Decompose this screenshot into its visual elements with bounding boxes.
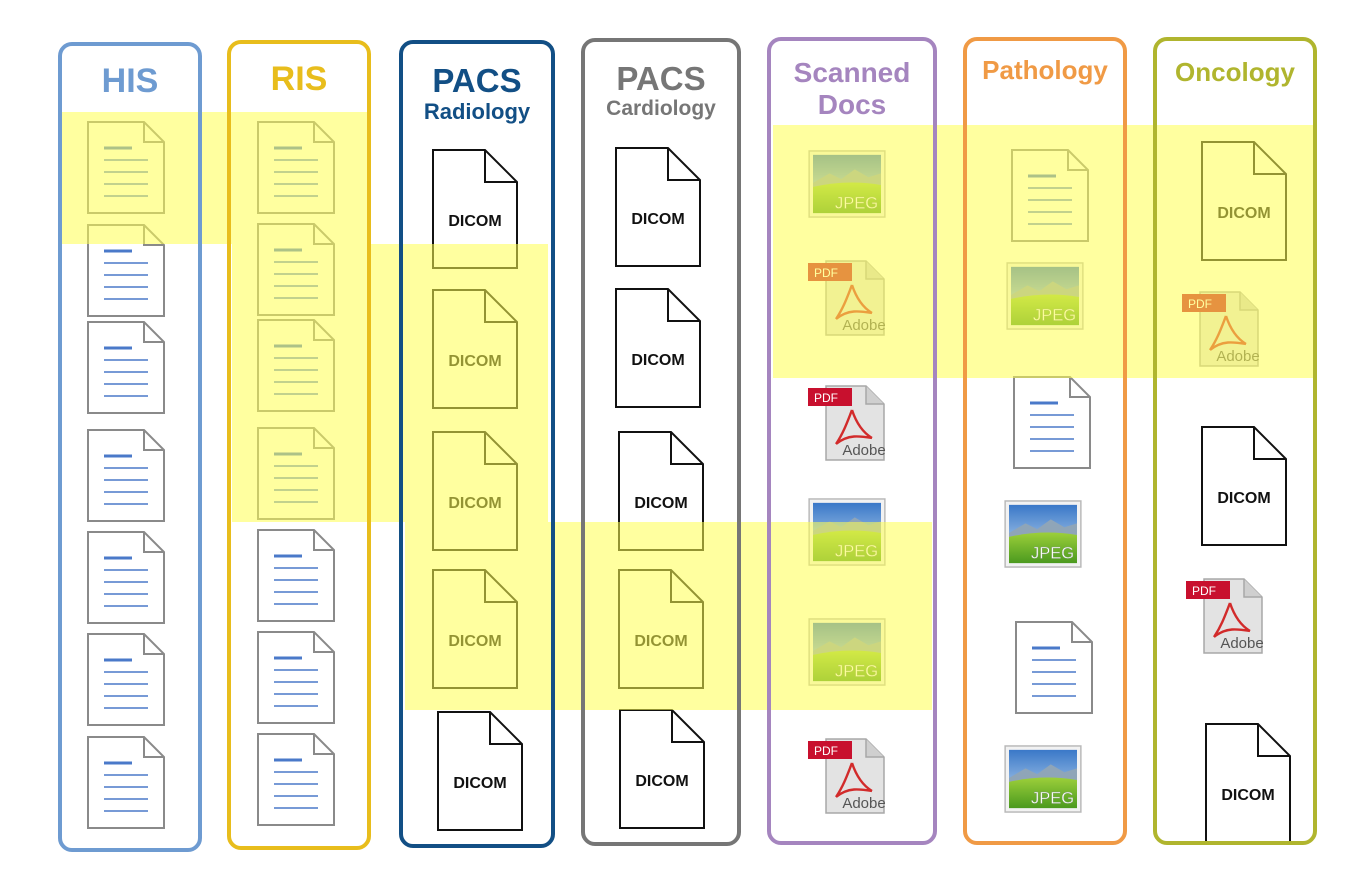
document-icon	[256, 528, 336, 628]
document-icon	[256, 732, 336, 832]
document-icon	[1012, 375, 1092, 475]
dicom-label: DICOM	[634, 495, 687, 512]
jpeg-image-icon: JPEG	[1004, 745, 1082, 818]
column-title-pathology: Pathology	[982, 55, 1108, 85]
column-title-oncology: Oncology	[1175, 57, 1295, 87]
dicom-file-icon: DICOM	[1200, 425, 1288, 552]
dicom-label: DICOM	[631, 352, 684, 369]
dicom-label: DICOM	[1217, 490, 1270, 507]
document-icon	[86, 223, 166, 323]
column-subtitle-pacs-cardiology: Cardiology	[606, 97, 716, 120]
adobe-label: Adobe	[842, 442, 885, 459]
dicom-file-icon: DICOM	[617, 430, 705, 557]
dicom-label: DICOM	[631, 211, 684, 228]
document-icon	[86, 632, 166, 732]
document-icon	[86, 428, 166, 528]
document-icon	[256, 630, 336, 730]
pdf-label: PDF	[814, 744, 838, 758]
column-his: HIS	[58, 42, 202, 852]
dicom-label: DICOM	[1221, 787, 1274, 804]
column-oncology: Oncology	[1153, 37, 1317, 845]
dicom-file-icon: DICOM	[614, 146, 702, 273]
column-title-his: HIS	[101, 62, 159, 100]
dicom-file-icon: DICOM	[1204, 722, 1292, 849]
dicom-file-icon: DICOM	[431, 148, 519, 275]
column-ris: RIS	[227, 40, 371, 850]
pdf-file-icon: PDF Adobe	[806, 382, 886, 467]
column-title-pacs-radiology: PACS	[432, 62, 522, 99]
pdf-label: PDF	[814, 391, 838, 405]
dicom-label: DICOM	[635, 773, 688, 790]
document-icon	[86, 530, 166, 630]
document-icon	[86, 320, 166, 420]
pdf-label: PDF	[1192, 584, 1216, 598]
column-subtitle-pacs-radiology: Radiology	[423, 99, 531, 124]
adobe-label: Adobe	[1220, 635, 1263, 652]
document-icon	[1014, 620, 1094, 720]
column-subtitle-scanned-docs: Docs	[817, 89, 887, 120]
column-title-scanned-docs: Scanned	[793, 57, 911, 88]
column-title-ris: RIS	[270, 60, 328, 98]
dicom-file-icon: DICOM	[614, 287, 702, 414]
column-title-pacs-cardiology: PACS	[616, 60, 706, 97]
dicom-label: DICOM	[448, 213, 501, 230]
column-pathology: Pathology	[963, 37, 1127, 845]
dicom-label: DICOM	[453, 775, 506, 792]
jpeg-label: JPEG	[1031, 544, 1074, 562]
jpeg-image-icon: JPEG	[1004, 500, 1082, 573]
pdf-file-icon: PDF Adobe	[1184, 575, 1264, 660]
dicom-file-icon: DICOM	[618, 708, 706, 835]
jpeg-label: JPEG	[1031, 789, 1074, 807]
adobe-label: Adobe	[842, 795, 885, 812]
dicom-file-icon: DICOM	[436, 710, 524, 837]
document-icon	[86, 735, 166, 835]
pdf-file-icon: PDF Adobe	[806, 735, 886, 820]
